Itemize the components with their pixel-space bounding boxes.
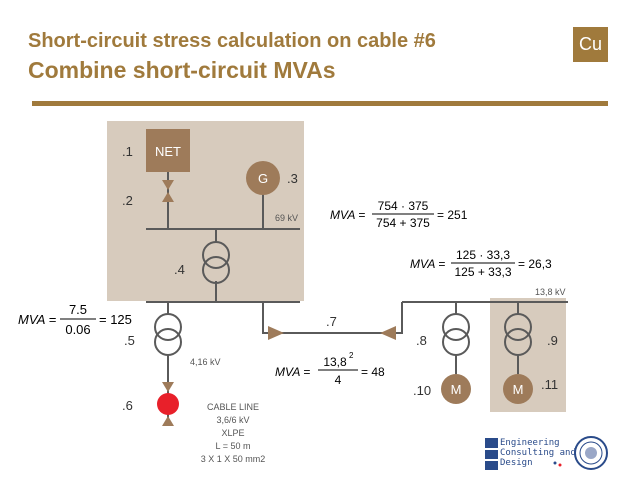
ecd-logo-text: Engineering Consulting and Design	[500, 438, 576, 468]
cable-label-line3: XLPE	[221, 428, 244, 438]
cable-label-line1: CABLE LINE	[207, 402, 259, 412]
equation-48: MVA = 13,8 2 4 = 48	[275, 351, 385, 387]
eq-263-denominator: 125 + 33,3	[454, 265, 511, 279]
page-title: Short-circuit stress calculation on cabl…	[28, 30, 436, 52]
generator-label: G	[258, 171, 268, 186]
eq-48-numerator: 13,8	[323, 355, 347, 369]
eq-48-denominator: 4	[335, 373, 342, 387]
eq-263-numerator: 125 · 33,3	[456, 248, 510, 262]
eq-251-lhs: MVA =	[330, 208, 365, 222]
eq-263-lhs: MVA =	[410, 257, 445, 271]
node-label-8: .8	[416, 333, 427, 348]
node-label-9: .9	[547, 333, 558, 348]
utility-gen-panel	[107, 121, 304, 301]
seal-icon	[574, 436, 608, 470]
eq-48-exponent: 2	[349, 351, 354, 360]
eq-48-result: = 48	[361, 365, 385, 379]
transformer-4-symbol	[202, 241, 230, 284]
tie-line-7	[262, 302, 403, 334]
node-label-4: .4	[174, 262, 185, 277]
transformer-9-symbol	[504, 313, 532, 356]
eq-263-result: = 26,3	[518, 257, 552, 271]
node-label-7: .7	[326, 314, 337, 329]
tie-arrow-left	[268, 326, 284, 340]
eq-125-numerator: 7.5	[69, 302, 87, 317]
motor-11-symbol	[503, 374, 533, 404]
eq-48-lhs: MVA =	[275, 365, 310, 379]
voltage-416kv: 4,16 kV	[190, 357, 221, 367]
fault-point-symbol	[157, 393, 179, 415]
net-label: NET	[155, 144, 181, 159]
logo-line-2: Consulting and	[500, 448, 576, 458]
node-label-5: .5	[124, 333, 135, 348]
logo-line-1: Engineering	[500, 438, 560, 448]
voltage-138kv: 13,8 kV	[535, 287, 566, 297]
motor-11-label: M	[513, 382, 524, 397]
cable-label-line5: 3 X 1 X 50 mm2	[201, 454, 266, 464]
node-label-10: .10	[413, 383, 431, 398]
eq-251-numerator: 754 · 375	[378, 199, 429, 213]
breaker-2-symbol	[162, 180, 174, 202]
node-label-6: .6	[122, 398, 133, 413]
eq-125-lhs: MVA =	[18, 312, 57, 327]
cable-label-line2: 3,6/6 kV	[216, 415, 249, 425]
node-label-3: .3	[287, 171, 298, 186]
eq-125-result: = 125	[99, 312, 132, 327]
voltage-69kv: 69 kV	[275, 213, 298, 223]
cable-label-line4: L = 50 m	[216, 441, 251, 451]
node-label-11: .11	[541, 377, 558, 392]
net-source-box	[146, 129, 190, 172]
page-subtitle: Combine short-circuit MVAs	[28, 57, 336, 83]
node-label-2: .2	[122, 193, 133, 208]
equation-263: MVA = 125 · 33,3 125 + 33,3 = 26,3	[410, 248, 552, 279]
transformer-8-symbol	[442, 313, 470, 356]
node-label-1: .1	[122, 144, 133, 159]
eq-251-denominator: 754 + 375	[376, 216, 430, 230]
motor-10-symbol	[441, 374, 471, 404]
motor-10-label: M	[451, 382, 462, 397]
breaker-6-symbol	[162, 382, 174, 426]
tie-arrow-right	[380, 326, 396, 340]
header-divider	[32, 101, 608, 106]
equation-251: MVA = 754 · 375 754 + 375 = 251	[330, 199, 468, 230]
logo-line-3: Design	[500, 458, 533, 468]
ecd-logo-icon	[485, 438, 562, 470]
transformer-5-symbol	[154, 313, 182, 356]
equation-125: MVA = 7.5 0.06 = 125	[18, 302, 132, 337]
generator-symbol	[246, 161, 280, 195]
eq-251-result: = 251	[437, 208, 468, 222]
cu-badge: Cu	[573, 27, 608, 62]
eq-125-denominator: 0.06	[65, 322, 90, 337]
